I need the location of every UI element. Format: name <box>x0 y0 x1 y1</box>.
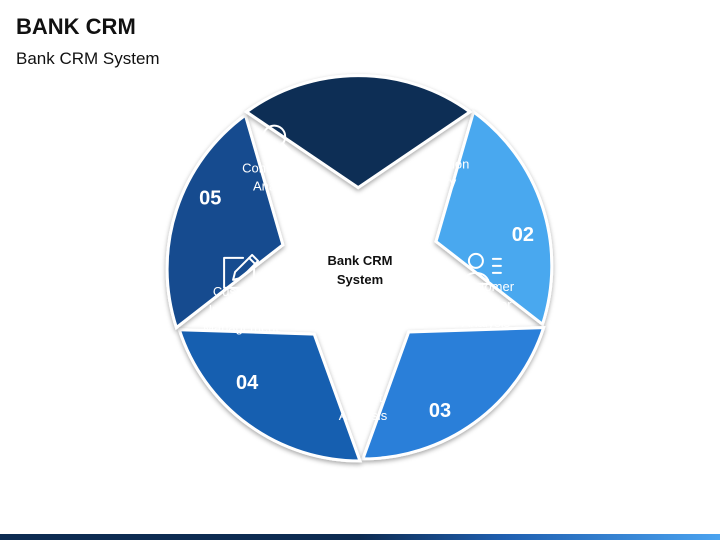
segment-label-line: Analysis <box>462 315 511 330</box>
segment-label-line: Information <box>209 302 274 317</box>
segment-number: 03 <box>429 400 451 422</box>
segment-number: 02 <box>512 224 534 246</box>
segment-shape <box>360 326 546 461</box>
segment-label-line: Customer <box>458 279 515 294</box>
segment-label-line: Behavior <box>460 297 512 312</box>
segment-label-line: Analysis <box>253 179 302 194</box>
segment-shape <box>177 328 363 463</box>
segment-number: 05 <box>199 188 221 210</box>
segment-number: 04 <box>236 372 259 394</box>
magnifier-icon <box>262 124 296 158</box>
segment-label-line: Report <box>343 390 382 405</box>
edit-icon <box>223 253 260 289</box>
segment-label-line: Customer <box>213 284 270 299</box>
page-subtitle: Bank CRM System <box>16 49 160 68</box>
segment-label-line: Information <box>404 157 469 172</box>
center-label-line-2: System <box>337 272 383 287</box>
segment-label-line: Contribution <box>242 161 312 176</box>
segment-shape <box>243 74 473 190</box>
center-label-line-1: Bank CRM <box>327 253 392 268</box>
center-label: Bank CRM System <box>327 253 392 287</box>
user-list-icon <box>461 252 502 285</box>
page-title: BANK CRM <box>16 14 136 39</box>
segment-label-line: Inquiry <box>417 175 457 190</box>
segment-label-line: Management <box>203 320 279 335</box>
segment-label-line: Analysis <box>339 408 388 423</box>
footer-bar <box>0 534 720 540</box>
document-search-icon <box>345 354 381 392</box>
segment-shape <box>165 112 285 331</box>
segment-shape <box>434 109 554 327</box>
